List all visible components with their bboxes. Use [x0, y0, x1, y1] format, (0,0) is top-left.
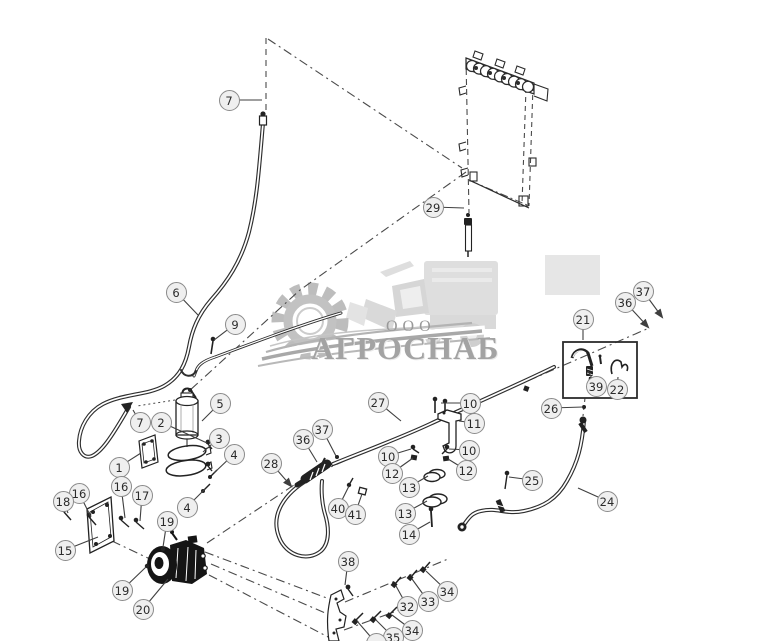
callout-4[interactable]: 4 [223, 443, 245, 465]
watermark-company-prefix: ООО [386, 318, 436, 335]
callout-7[interactable]: 7 [129, 411, 151, 433]
callout-41[interactable]: 41 [344, 503, 366, 525]
callout-12[interactable]: 12 [455, 459, 477, 481]
callout-32[interactable]: 32 [396, 595, 418, 617]
callout-3[interactable]: 3 [208, 427, 230, 449]
callout-10[interactable]: 10 [459, 392, 481, 414]
callout-39[interactable]: 39 [585, 375, 607, 397]
callout-6[interactable]: 6 [165, 281, 187, 303]
callout-17[interactable]: 17 [131, 484, 153, 506]
callout-36[interactable]: 36 [292, 428, 314, 450]
callout-18[interactable]: 18 [52, 490, 74, 512]
callout-5[interactable]: 5 [209, 392, 231, 414]
callout-21[interactable]: 21 [572, 308, 594, 330]
callout-35[interactable]: 35 [382, 626, 404, 641]
watermark-company-name: АГРОСНАБ [311, 330, 500, 366]
callout-16[interactable]: 16 [110, 475, 132, 497]
hoses [76, 121, 586, 559]
condenser-radiator [458, 50, 549, 209]
callout-24[interactable]: 24 [596, 490, 618, 512]
callout-33[interactable]: 33 [417, 590, 439, 612]
detail-box [562, 341, 638, 399]
callout-10[interactable]: 10 [458, 439, 480, 461]
receiver-drier [138, 387, 218, 493]
callout-1[interactable]: 1 [108, 456, 130, 478]
callout-2[interactable]: 2 [150, 411, 172, 433]
callout-22[interactable]: 22 [606, 378, 628, 400]
callout-13[interactable]: 13 [398, 476, 420, 498]
callout-19[interactable]: 19 [111, 579, 133, 601]
hose-fittings [258, 111, 588, 532]
callout-9[interactable]: 9 [224, 313, 246, 335]
callout-20[interactable]: 20 [132, 598, 154, 620]
callout-26[interactable]: 26 [540, 397, 562, 419]
callout-14[interactable]: 14 [398, 523, 420, 545]
callout-7[interactable]: 7 [218, 89, 240, 111]
callout-13[interactable]: 13 [394, 502, 416, 524]
callout-29[interactable]: 29 [422, 196, 444, 218]
callout-38[interactable]: 38 [337, 550, 359, 572]
callout-37[interactable]: 37 [311, 418, 333, 440]
callout-19[interactable]: 19 [156, 510, 178, 532]
callout-27[interactable]: 27 [367, 391, 389, 413]
callout-25[interactable]: 25 [521, 469, 543, 491]
callout-12[interactable]: 12 [381, 462, 403, 484]
callout-15[interactable]: 15 [54, 539, 76, 561]
callout-37[interactable]: 37 [632, 280, 654, 302]
compressor [144, 530, 208, 584]
callout-34[interactable]: 34 [401, 619, 423, 641]
callout-11[interactable]: 11 [463, 412, 485, 434]
swoosh-lines [257, 321, 491, 367]
callout-4[interactable]: 4 [176, 496, 198, 518]
callout-28[interactable]: 28 [260, 452, 282, 474]
callout-36[interactable]: 36 [614, 291, 636, 313]
drier-fitting [464, 213, 473, 257]
callout-34[interactable]: 34 [436, 580, 458, 602]
pipe-bracket-hardware [410, 396, 510, 528]
